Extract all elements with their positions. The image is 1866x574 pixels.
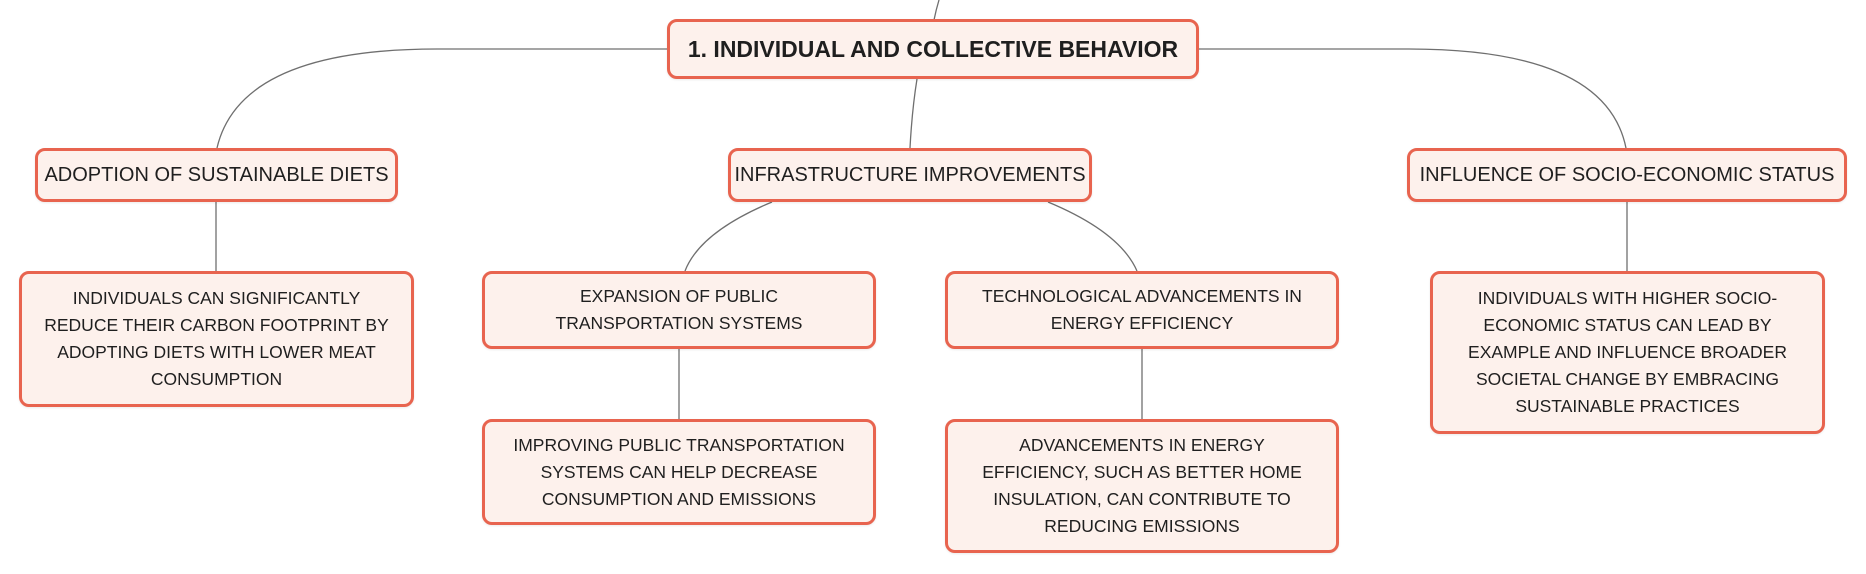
detail-energy-efficiency-text: ADVANCEMENTS IN ENERGY EFFICIENCY, SUCH … xyxy=(982,435,1302,536)
detail-socio-economic-status-text: INDIVIDUALS WITH HIGHER SOCIO-ECONOMIC S… xyxy=(1468,288,1787,416)
detail-public-transportation-text: IMPROVING PUBLIC TRANSPORTATION SYSTEMS … xyxy=(513,434,845,509)
topic-socio-economic-status[interactable]: INFLUENCE OF SOCIO-ECONOMIC STATUS xyxy=(1407,148,1847,202)
detail-public-transportation[interactable]: IMPROVING PUBLIC TRANSPORTATION SYSTEMS … xyxy=(482,419,876,525)
detail-energy-efficiency[interactable]: ADVANCEMENTS IN ENERGY EFFICIENCY, SUCH … xyxy=(945,419,1339,553)
subtopic-public-transportation[interactable]: EXPANSION OF PUBLIC TRANSPORTATION SYSTE… xyxy=(482,271,876,349)
connector-infrastructure-to-energy xyxy=(1047,201,1138,272)
detail-socio-economic-status[interactable]: INDIVIDUALS WITH HIGHER SOCIO-ECONOMIC S… xyxy=(1430,271,1825,434)
connector-root-to-diets xyxy=(216,48,667,149)
connector-root-to-socioeconomic xyxy=(1199,48,1627,149)
subtopic-energy-efficiency-label: TECHNOLOGICAL ADVANCEMENTS IN ENERGY EFF… xyxy=(982,286,1302,333)
topic-sustainable-diets-label: ADOPTION OF SUSTAINABLE DIETS xyxy=(44,163,389,186)
root-topic[interactable]: 1. INDIVIDUAL AND COLLECTIVE BEHAVIOR xyxy=(667,19,1199,79)
detail-sustainable-diets-text: INDIVIDUALS CAN SIGNIFICANTLY REDUCE THE… xyxy=(44,288,389,389)
topic-socio-economic-status-label: INFLUENCE OF SOCIO-ECONOMIC STATUS xyxy=(1419,163,1835,186)
subtopic-energy-efficiency[interactable]: TECHNOLOGICAL ADVANCEMENTS IN ENERGY EFF… xyxy=(945,271,1339,349)
topic-infrastructure-improvements[interactable]: INFRASTRUCTURE IMPROVEMENTS xyxy=(728,148,1092,202)
connector-root-to-infrastructure xyxy=(909,78,918,149)
detail-sustainable-diets[interactable]: INDIVIDUALS CAN SIGNIFICANTLY REDUCE THE… xyxy=(19,271,414,407)
topic-sustainable-diets[interactable]: ADOPTION OF SUSTAINABLE DIETS xyxy=(35,148,398,202)
root-topic-label: 1. INDIVIDUAL AND COLLECTIVE BEHAVIOR xyxy=(687,35,1179,62)
connector-infrastructure-to-transport xyxy=(684,201,773,272)
connector-parent-to-root xyxy=(933,0,940,21)
topic-infrastructure-improvements-label: INFRASTRUCTURE IMPROVEMENTS xyxy=(734,163,1086,186)
subtopic-public-transportation-label: EXPANSION OF PUBLIC TRANSPORTATION SYSTE… xyxy=(555,286,803,333)
